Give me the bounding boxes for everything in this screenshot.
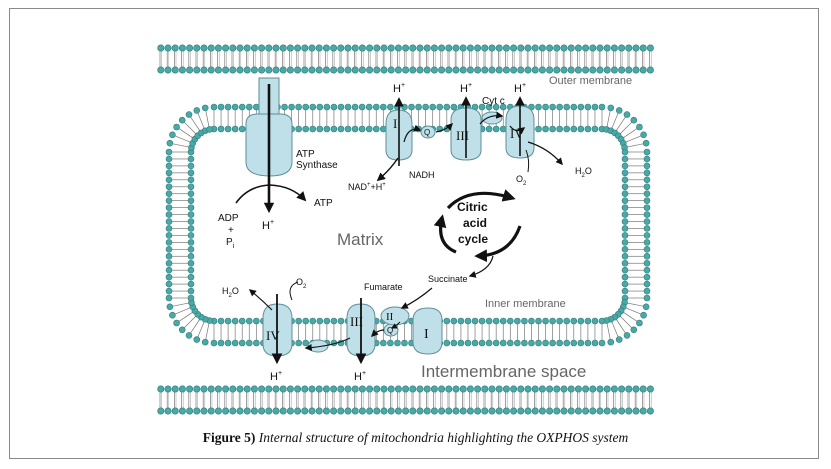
atp-synthase	[235, 77, 307, 214]
adp-plus-label: +	[228, 225, 234, 236]
inner-membrane-label: Inner membrane	[485, 298, 566, 310]
succinate-label: Succinate	[428, 274, 468, 284]
complex-IV-lower-label: IV	[266, 328, 280, 343]
proton-label-atp-synthase: H+	[262, 219, 274, 232]
citric-label-1: Citric	[457, 200, 488, 214]
complex-I-lower	[412, 307, 443, 355]
figure-frame	[9, 8, 819, 459]
outer-membrane-label: Outer membrane	[549, 75, 632, 87]
adp-label: ADP	[218, 213, 239, 224]
nad-label: NAD++H+	[348, 182, 386, 192]
outer-membrane-bottom	[157, 385, 654, 415]
nadh-label: NADH	[409, 170, 435, 180]
q-upper	[420, 125, 436, 139]
complex-III-upper-label: III	[456, 128, 469, 143]
complex-III-lower-label: III	[350, 314, 363, 329]
matrix-label: Matrix	[337, 230, 384, 249]
complex-IV-lower	[262, 294, 293, 365]
o2-lower-label: O2	[296, 277, 307, 290]
o2-upper-label: O2	[516, 174, 527, 187]
atp-synthase-label-1: ATP	[296, 149, 315, 160]
complex-III-lower	[346, 298, 376, 365]
proton-label-complex-IV: H+	[514, 82, 526, 95]
q-upper-label: Q	[424, 128, 430, 137]
citric-label-3: cycle	[458, 232, 488, 246]
h2o-lower-label: H2O	[222, 286, 239, 299]
complex-I-upper-label: I	[393, 116, 397, 131]
cyt-c-label: Cyt c	[482, 96, 505, 107]
cyt-c-upper	[481, 111, 503, 125]
proton-label-complex-III: H+	[460, 82, 472, 95]
atp-product-label: ATP	[314, 198, 333, 209]
citric-acid-cycle-arrows	[433, 189, 522, 278]
complex-I-upper	[385, 97, 413, 166]
pi-label: Pi	[226, 237, 235, 250]
intermembrane-space-label: Intermembrane space	[421, 362, 586, 381]
fumarate-label: Fumarate	[364, 282, 403, 292]
complex-II-lower-label: II	[386, 311, 394, 323]
citric-label-2: acid	[463, 216, 487, 230]
complex-III-upper	[450, 96, 482, 161]
complex-IV-upper-label: IV	[510, 126, 524, 141]
q-lower-label: Q	[387, 326, 393, 335]
outer-membrane-top	[157, 44, 654, 74]
complex-I-lower-label: I	[424, 327, 429, 342]
figure-caption: Figure 5) Internal structure of mitochon…	[0, 430, 831, 446]
figure-number: Figure 5)	[202, 430, 256, 445]
caption-text: Internal structure of mitochondria highl…	[255, 430, 629, 445]
proton-label-lower-IV: H+	[270, 370, 282, 383]
proton-label-complex-I: H+	[393, 82, 405, 95]
proton-label-lower-III: H+	[354, 370, 366, 383]
atp-synthase-label-2: Synthase	[296, 160, 338, 171]
h2o-upper-label: H2O	[575, 166, 592, 179]
